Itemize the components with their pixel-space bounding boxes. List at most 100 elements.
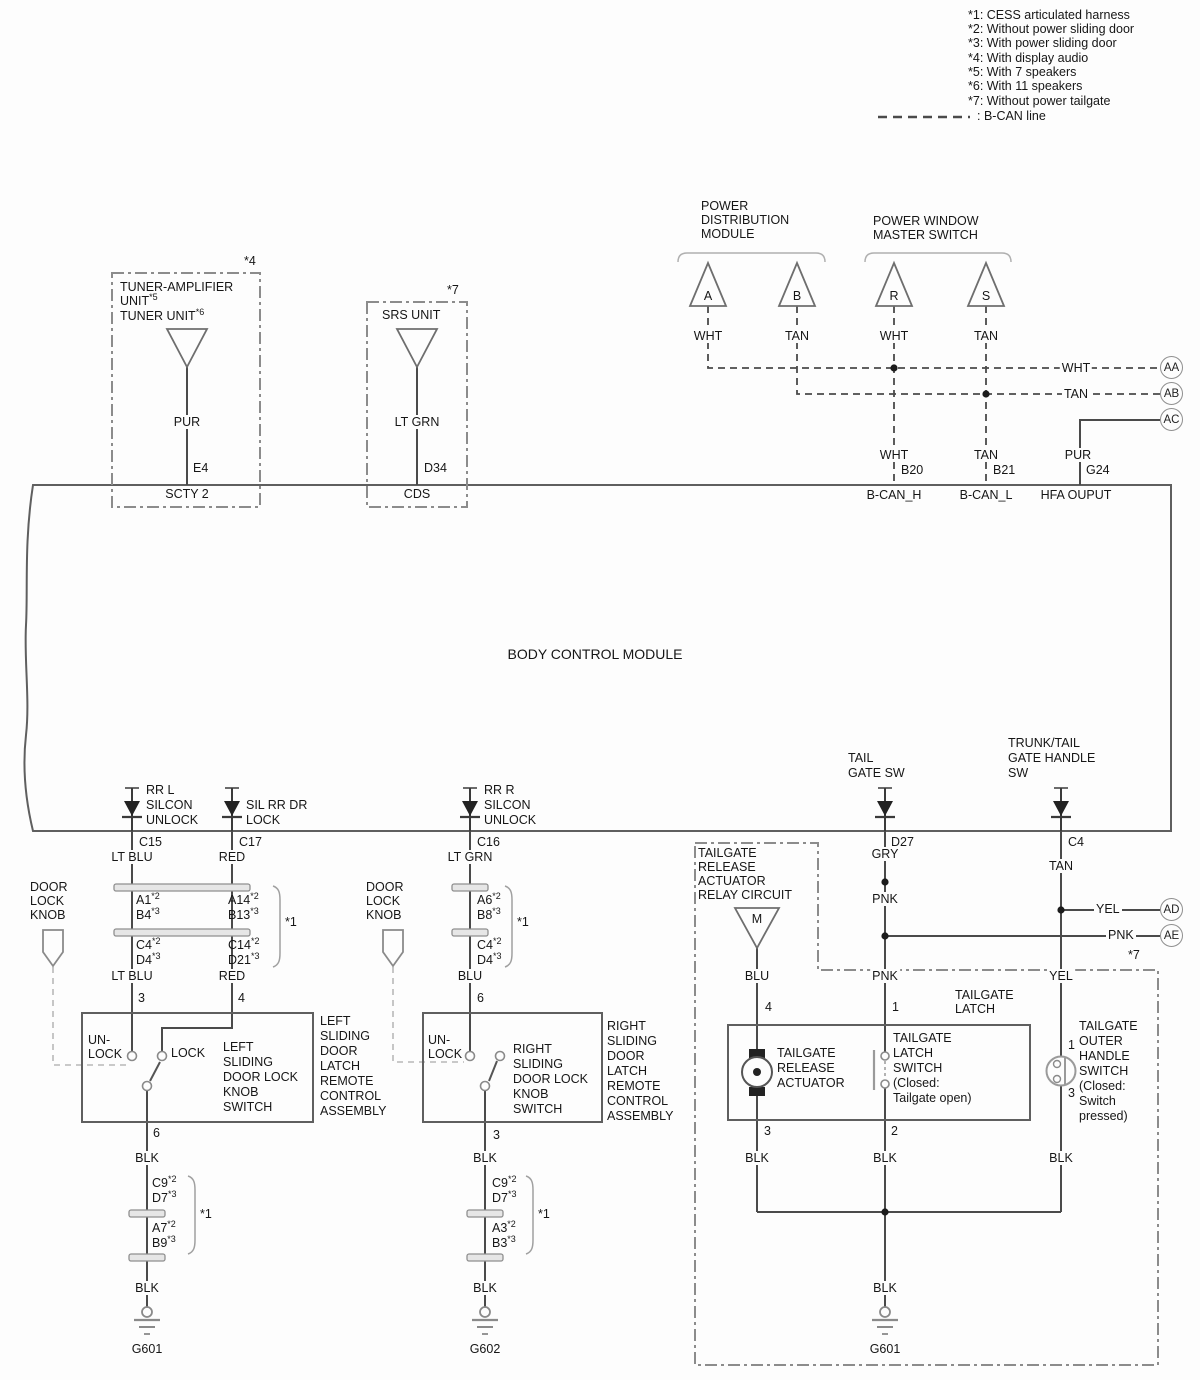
swl-name-2: SLIDING	[223, 1055, 274, 1069]
outer-handle-switch-symbol	[1045, 1055, 1077, 1087]
bcanh-wire-color: WHT	[877, 448, 911, 462]
terminal-bcanl: B-CAN_L	[959, 488, 1013, 502]
pin-b20: B20	[901, 463, 924, 477]
connector-circle-aa: AA	[1160, 356, 1183, 379]
tuner-title-2: UNIT*5	[120, 291, 158, 308]
note-brackets	[187, 885, 534, 1255]
knob-mid-label-2: LOCK	[366, 894, 401, 908]
blk-actuator: BLK	[743, 1151, 771, 1165]
body-control-module-box	[23, 484, 1172, 832]
conn-pin-d21: D21*3	[228, 950, 260, 967]
gndl-blk-1: BLK	[133, 1151, 161, 1165]
ground-g602	[472, 1306, 498, 1335]
gndm-note: *1	[538, 1207, 550, 1221]
legend-note-6: *6: With 11 speakers	[968, 79, 1083, 93]
swr-assy-4: LATCH	[607, 1064, 648, 1078]
pdm-wire-b: TAN	[782, 329, 812, 343]
handle-sw-label-5: (Closed:	[1079, 1079, 1126, 1093]
pin-c4: C4	[1068, 835, 1084, 849]
srs-terminal: CDS	[403, 487, 431, 501]
bcm-title: BODY CONTROL MODULE	[507, 646, 683, 662]
conn-pin-a6: A6*2	[477, 890, 501, 907]
gndl-a7: A7*2	[152, 1218, 176, 1235]
bcm-out-tgsw-2: GATE SW	[848, 766, 905, 780]
ground-symbols	[134, 1306, 898, 1335]
pin-1-latch: 1	[892, 1000, 899, 1014]
latch-switch-symbol	[872, 1050, 890, 1090]
pin-3-handle: 3	[1068, 1086, 1075, 1100]
bcm-out-rrr-1: RR R	[484, 783, 515, 797]
bcm-out-rrr-3: UNLOCK	[484, 813, 537, 827]
connector-circle-ab: AB	[1160, 382, 1183, 405]
swr-assy-5: REMOTE	[607, 1079, 661, 1093]
tuner-wire-color: PUR	[171, 415, 203, 429]
right-knob-switch-box	[422, 1012, 603, 1123]
swr-name-1: RIGHT	[513, 1042, 552, 1056]
pin-g24: G24	[1086, 463, 1110, 477]
conn-pin-c4l: C4*2	[136, 935, 161, 952]
pdm-wire-a: WHT	[691, 329, 725, 343]
wire-blu: BLU	[455, 969, 485, 983]
tailgate-option-note: *7	[1128, 948, 1140, 962]
conn-pin-b13: B13*3	[228, 905, 259, 922]
tuner-pin: E4	[193, 461, 209, 475]
pdm-title-1: POWER	[701, 199, 749, 213]
swl-lock: LOCK	[171, 1046, 206, 1060]
legend-note-5: *5: With 7 speakers	[968, 65, 1077, 79]
gndl-c9: C9*2	[152, 1173, 177, 1190]
bcm-out-sil-1: SIL RR DR	[246, 798, 308, 812]
pin-6-left: 6	[153, 1126, 160, 1140]
conn-pin-b8: B8*3	[477, 905, 501, 922]
bcm-out-handle-3: SW	[1008, 766, 1029, 780]
latch-title-1: TAILGATE	[955, 988, 1014, 1002]
wire-gry: GRY	[869, 847, 901, 861]
conn-pin-a1: A1*2	[136, 890, 160, 907]
gndl-d7: D7*3	[152, 1188, 177, 1205]
bcm-out-tgsw-1: TAIL	[848, 751, 874, 765]
pwms-conn-s: S	[981, 289, 991, 303]
tuner-unit-box	[111, 272, 261, 508]
pwms-wire-r: WHT	[877, 329, 911, 343]
pin-1-handle: 1	[1068, 1038, 1075, 1052]
relay-label-1: TAILGATE	[698, 846, 757, 860]
conn-pin-d4l: D4*3	[136, 950, 161, 967]
conn-pin-b4: B4*3	[136, 905, 160, 922]
knob-left-label-2: LOCK	[30, 894, 65, 908]
wire-yel-branch: YEL	[1094, 902, 1122, 916]
srs-pin: D34	[424, 461, 447, 475]
swr-name-3: DOOR LOCK	[513, 1072, 589, 1086]
swr-name-5: SWITCH	[513, 1102, 563, 1116]
connector-triangles	[688, 260, 1006, 307]
bcm-out-rrl-2: SILCON	[146, 798, 193, 812]
tuner-title-1: TUNER-AMPLIFIER	[120, 280, 234, 294]
relay-m-triangle	[733, 907, 781, 950]
pin-b21: B21	[993, 463, 1016, 477]
pin-d27: D27	[891, 835, 914, 849]
blk-latchsw: BLK	[871, 1151, 899, 1165]
conn-pin-c14: C14*2	[228, 935, 260, 952]
ground-g601-left	[134, 1306, 160, 1335]
gndm-blk-2: BLK	[471, 1281, 499, 1295]
swl-assy-7: ASSEMBLY	[320, 1104, 387, 1118]
gndm-b3: B3*3	[492, 1233, 516, 1250]
wire-pnk-upper: PNK	[870, 892, 900, 906]
pin-3-actuator: 3	[764, 1124, 771, 1138]
inline-connector-bars	[113, 883, 504, 1262]
relay-label-4: RELAY CIRCUIT	[698, 888, 793, 902]
pin-c17: C17	[239, 835, 262, 849]
knob-left-label-1: DOOR	[30, 880, 68, 894]
legend-bcan-label: : B-CAN line	[977, 109, 1046, 123]
connector-circle-ac: AC	[1160, 408, 1183, 431]
unit-triangles	[165, 328, 781, 950]
relay-label-2: RELEASE	[698, 860, 756, 874]
actuator-label-1: TAILGATE	[777, 1046, 836, 1060]
gndm-a3: A3*2	[492, 1218, 516, 1235]
bcm-out-handle-2: GATE HANDLE	[1008, 751, 1096, 765]
handle-sw-label-2: OUTER	[1079, 1034, 1123, 1048]
ground-label-g601-left: G601	[131, 1342, 163, 1356]
pin-4-latch: 4	[765, 1000, 772, 1014]
ground-label-g601-right: G601	[869, 1342, 901, 1356]
wires	[131, 367, 1160, 1307]
